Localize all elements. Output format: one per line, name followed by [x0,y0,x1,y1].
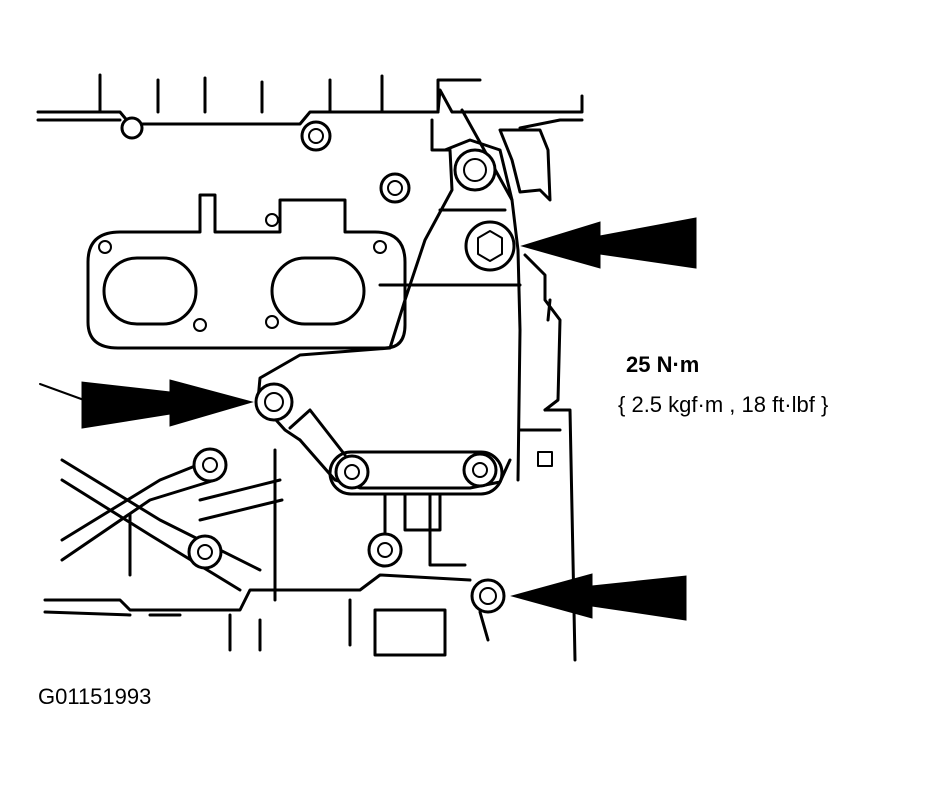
arrow-lower-right [510,573,687,621]
right-block-outline [518,253,577,662]
target-bolts [254,220,516,614]
ribbed-structure [60,447,284,602]
figure-id-label: G01151993 [38,684,152,709]
head-bosses [120,116,411,204]
mount-bracket [256,108,584,490]
arrow-middle-left [81,379,254,429]
torque-conversion-label: { 2.5 kgf·m , 18 ft·lbf } [618,392,829,417]
block-lower-edge [43,573,490,657]
cylinder-head-outline [36,73,584,126]
lower-arm [328,450,504,568]
torque-value-label: 25 N·m [626,352,700,377]
indicator-arrows [39,217,697,621]
arrow-upper-right [520,217,697,269]
exhaust-flange [86,193,407,350]
